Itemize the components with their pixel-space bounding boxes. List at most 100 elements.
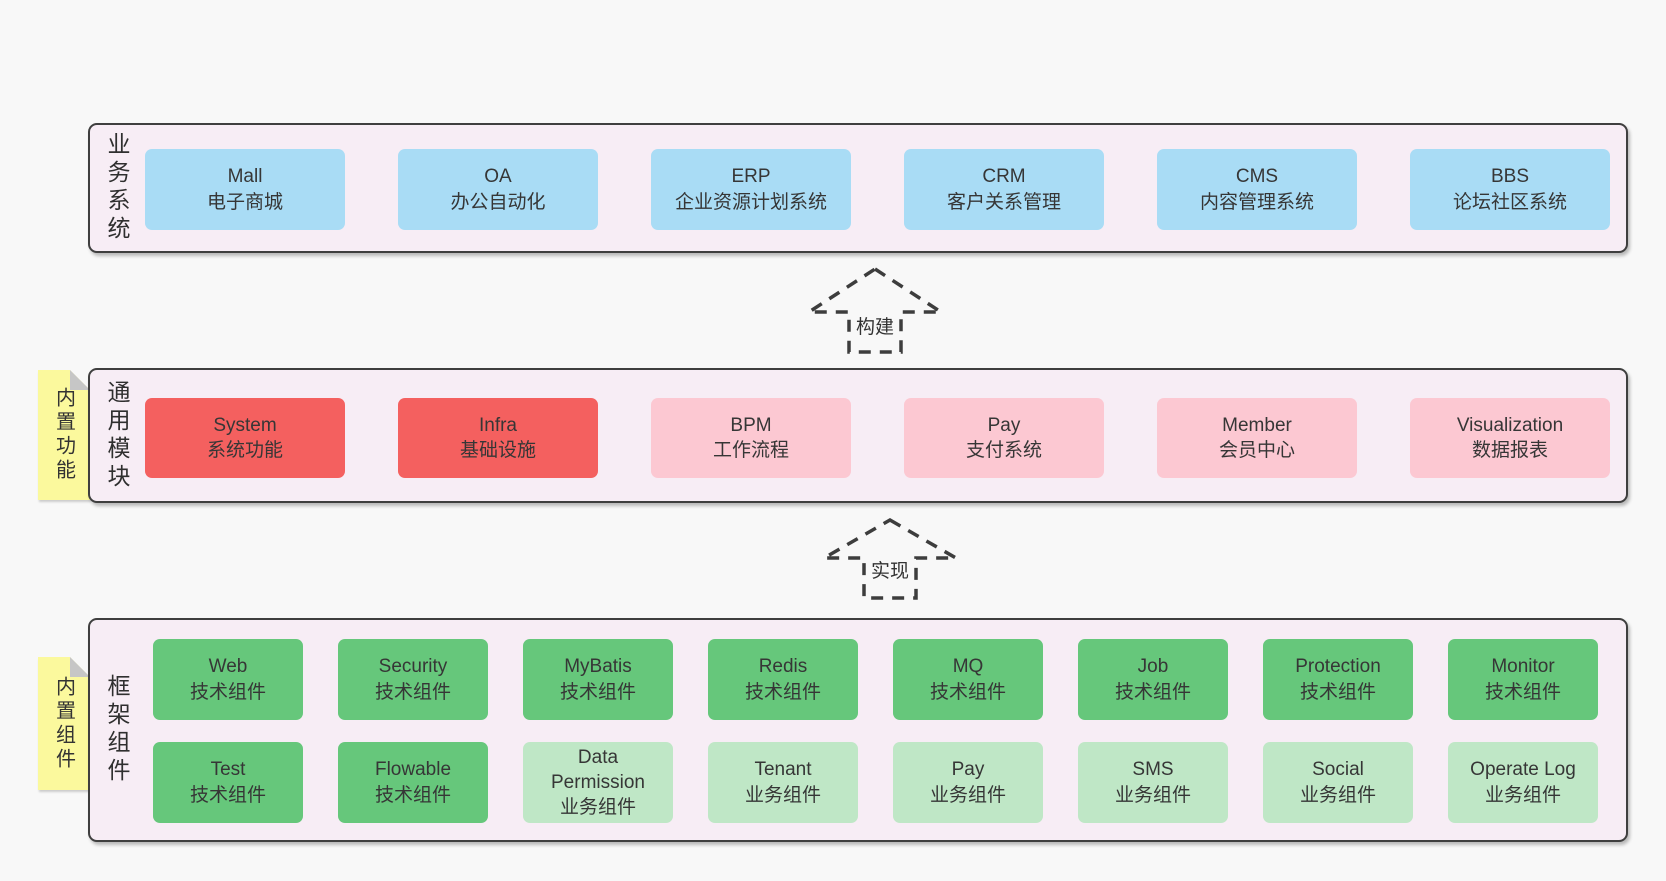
module-desc: 技术组件 [374,681,451,703]
module-desc: 内容管理系统 [1199,191,1314,213]
module-name: Flowable [374,759,452,781]
module-box-tenant: Tenant 业务组件 [708,742,858,823]
module-box-flowable: Flowable 技术组件 [338,742,488,823]
band-label-business-systems: 业务系统 [104,132,130,244]
module-box-mybatis: MyBatis 技术组件 [523,639,673,720]
band-label-common-modules: 通用模块 [104,379,130,492]
module-box-bbs: BBS 论坛社区系统 [1410,149,1610,230]
sticky-tag-label: 内置功能 [52,387,75,483]
module-name: BPM [730,414,772,436]
module-desc: 系统功能 [206,440,283,461]
module-desc: 业务组件 [929,784,1006,806]
module-desc: 数据报表 [1471,440,1548,461]
module-name: Tenant [754,759,812,781]
module-box-redis: Redis 技术组件 [708,639,858,720]
module-box-infra: Infra 基础设施 [398,398,598,478]
module-name: Redis [758,656,808,678]
module-box-mq: MQ 技术组件 [893,639,1043,720]
module-box-operate-log: Operate Log 业务组件 [1448,742,1598,823]
module-name: Security [378,656,448,678]
module-name: Monitor [1491,656,1555,678]
sticky-tag-built-in-components: 内置组件 [38,657,90,790]
module-box-pay-component: Pay 业务组件 [893,742,1043,823]
module-desc: 技术组件 [1299,681,1376,703]
module-name: Pay [951,759,985,781]
band-common-modules: 通用模块 System 系统功能 Infra 基础设施 BPM 工作流程 Pay… [88,368,1628,503]
module-desc: 业务组件 [1114,784,1191,806]
business-systems-row: Mall 电子商城 OA 办公自动化 ERP 企业资源计划系统 CRM 客户关系… [145,149,1610,230]
module-desc: 业务组件 [559,797,636,819]
module-desc: 技术组件 [1484,681,1561,703]
module-name: Web [208,656,248,678]
module-name: MyBatis [564,656,632,678]
module-desc: 电子商城 [206,191,283,213]
arrow-label-build: 构建 [850,311,900,340]
module-desc: 办公自动化 [450,191,546,213]
module-name: ERP [731,166,771,188]
common-modules-row: System 系统功能 Infra 基础设施 BPM 工作流程 Pay 支付系统… [145,398,1610,478]
module-name: Protection [1295,656,1381,678]
module-desc: 业务组件 [1299,784,1376,806]
module-name: Member [1222,414,1292,436]
module-name: Social [1312,759,1364,781]
band-label-framework-components: 框架组件 [104,674,130,786]
module-box-crm: CRM 客户关系管理 [904,149,1104,230]
module-name: Mall [227,166,263,188]
module-box-erp: ERP 企业资源计划系统 [651,149,851,230]
dashed-up-arrow-implement [817,505,963,610]
module-box-bpm: BPM 工作流程 [651,398,851,478]
band-business-systems: 业务系统 Mall 电子商城 OA 办公自动化 ERP 企业资源计划系统 CRM… [88,123,1628,253]
band-framework-components: 框架组件 Web 技术组件 Security 技术组件 MyBatis 技术组件… [88,618,1628,842]
module-desc: 技术组件 [374,784,451,806]
module-box-security: Security 技术组件 [338,639,488,720]
module-desc: 工作流程 [712,440,789,461]
module-box-sms: SMS 业务组件 [1078,742,1228,823]
module-name: Test [210,759,246,781]
module-box-cms: CMS 内容管理系统 [1157,149,1357,230]
module-desc: 基础设施 [459,440,536,461]
module-desc: 技术组件 [559,681,636,703]
module-name: Operate Log [1470,759,1576,781]
module-desc: 论坛社区系统 [1452,191,1567,213]
up-arrow-icon [817,517,963,600]
sticky-tag-built-in-features: 内置功能 [38,370,90,500]
module-desc: 技术组件 [1114,681,1191,703]
module-box-member: Member 会员中心 [1157,398,1357,478]
module-box-system: System 系统功能 [145,398,345,478]
module-name: System [213,414,277,436]
module-box-web: Web 技术组件 [153,639,303,720]
module-desc: 会员中心 [1218,440,1295,461]
module-name: Job [1137,656,1169,678]
module-desc: 企业资源计划系统 [674,191,827,213]
module-desc: 技术组件 [929,681,1006,703]
arrow-label-implement: 实现 [865,555,915,584]
module-box-pay: Pay 支付系统 [904,398,1104,478]
module-name: OA [484,166,512,188]
module-name: SMS [1132,759,1174,781]
module-box-protection: Protection 技术组件 [1263,639,1413,720]
module-desc: 技术组件 [189,681,266,703]
dashed-up-arrow-build [803,255,947,360]
module-name: CMS [1235,166,1279,188]
module-box-data-permission: Data Permission 业务组件 [523,742,673,823]
module-desc: 客户关系管理 [946,191,1061,213]
module-desc: 业务组件 [744,784,821,806]
module-name: Pay [987,414,1021,436]
module-box-job: Job 技术组件 [1078,639,1228,720]
module-desc: 技术组件 [744,681,821,703]
module-box-mall: Mall 电子商城 [145,149,345,230]
module-name: Visualization [1456,414,1564,436]
module-desc: 业务组件 [1484,784,1561,806]
module-name: BBS [1490,166,1530,188]
module-box-social: Social 业务组件 [1263,742,1413,823]
module-box-visualization: Visualization 数据报表 [1410,398,1610,478]
up-arrow-icon [803,266,947,354]
module-box-test: Test 技术组件 [153,742,303,823]
module-name: Data Permission [551,746,645,793]
module-desc: 技术组件 [189,784,266,806]
sticky-tag-label: 内置组件 [52,675,75,772]
module-name: Infra [478,414,518,436]
module-name: CRM [982,166,1026,188]
module-name: MQ [952,656,984,678]
framework-components-row-1: Web 技术组件 Security 技术组件 MyBatis 技术组件 Redi… [153,639,1598,720]
